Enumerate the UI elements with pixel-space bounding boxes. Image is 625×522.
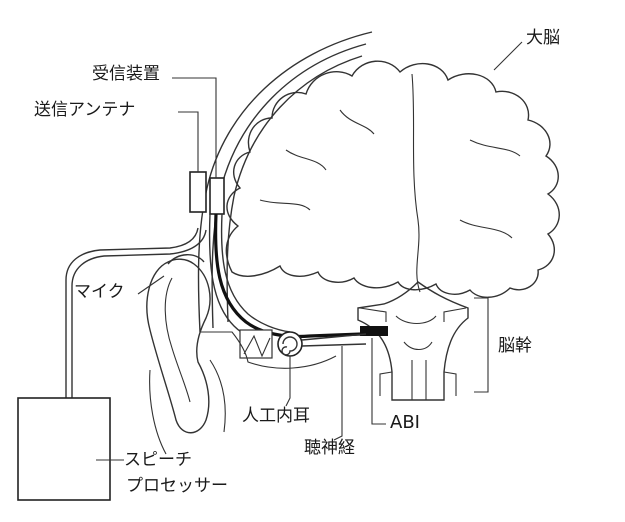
leader-lines [96, 41, 523, 461]
cerebrum-fissure [411, 73, 421, 293]
electrode-leads [208, 213, 363, 345]
microphone-and-cable [65, 227, 207, 398]
cerebrum-sulci [259, 109, 521, 239]
receiver-box [209, 177, 225, 215]
label-auditory-nerve: 聴神経 [304, 438, 355, 458]
abi-electrode [360, 326, 388, 336]
label-abi: ABI [390, 412, 420, 433]
head-base-line [200, 331, 337, 369]
label-receiver: 受信装置 [92, 64, 160, 84]
outer-ear [146, 258, 226, 455]
label-speech-processor-1: スピーチ [124, 450, 192, 470]
label-transmit-antenna: 送信アンテナ [34, 100, 136, 120]
brainstem-shape [357, 281, 469, 401]
transmit-antenna-box [189, 171, 207, 213]
label-cerebrum: 大脳 [526, 28, 560, 48]
label-brainstem: 脳幹 [498, 336, 532, 356]
cerebrum-outline [225, 60, 560, 298]
speech-processor-box [17, 397, 111, 501]
label-microphone: マイク [74, 282, 125, 302]
label-cochlear-implant: 人工内耳 [242, 406, 310, 426]
cochlea [239, 329, 367, 359]
label-speech-processor-2: プロセッサー [126, 476, 228, 496]
